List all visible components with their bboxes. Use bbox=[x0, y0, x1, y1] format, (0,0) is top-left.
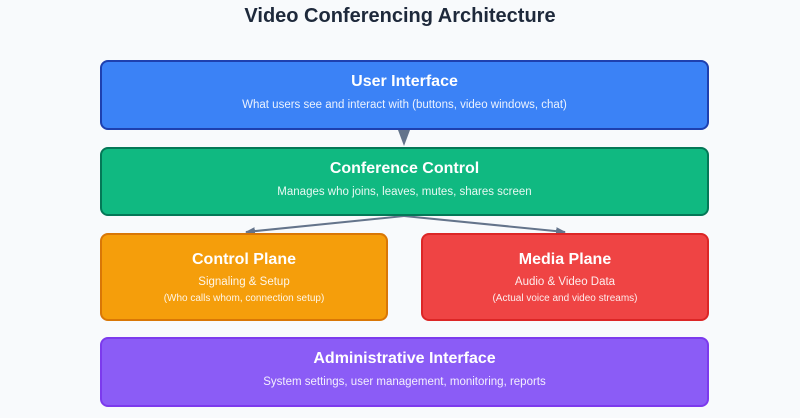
user-interface-description: What users see and interact with (button… bbox=[242, 99, 567, 111]
control-plane-title: Control Plane bbox=[191, 251, 296, 268]
media-plane-node: Media Plane Audio & Video Data (Actual v… bbox=[421, 233, 709, 321]
media-plane-subtitle: Audio & Video Data bbox=[514, 276, 616, 288]
diagram-title: Video Conferencing Architecture bbox=[244, 5, 556, 27]
user-interface-title: User Interface bbox=[351, 73, 458, 90]
conference-control-title: Conference Control bbox=[329, 160, 480, 177]
arrow-conference-control-to-media-plane bbox=[403, 215, 566, 236]
control-plane-subtitle: Signaling & Setup bbox=[198, 276, 290, 288]
media-plane-description: (Actual voice and video streams) bbox=[492, 293, 638, 304]
control-plane-node: Control Plane Signaling & Setup (Who cal… bbox=[100, 233, 388, 321]
administrative-interface-title: Administrative Interface bbox=[313, 350, 496, 367]
arrow-conference-control-to-control-plane bbox=[245, 215, 405, 236]
control-plane-description: (Who calls whom, connection setup) bbox=[163, 293, 325, 304]
media-plane-title: Media Plane bbox=[518, 251, 612, 268]
administrative-interface-description: System settings, user management, monito… bbox=[263, 376, 546, 388]
administrative-interface-node: Administrative Interface System settings… bbox=[100, 337, 709, 407]
conference-control-description: Manages who joins, leaves, mutes, shares… bbox=[277, 186, 532, 198]
conference-control-node: Conference Control Manages who joins, le… bbox=[100, 147, 709, 216]
arrow-ui-to-conference-control bbox=[398, 130, 410, 146]
user-interface-node: User Interface What users see and intera… bbox=[100, 60, 709, 130]
